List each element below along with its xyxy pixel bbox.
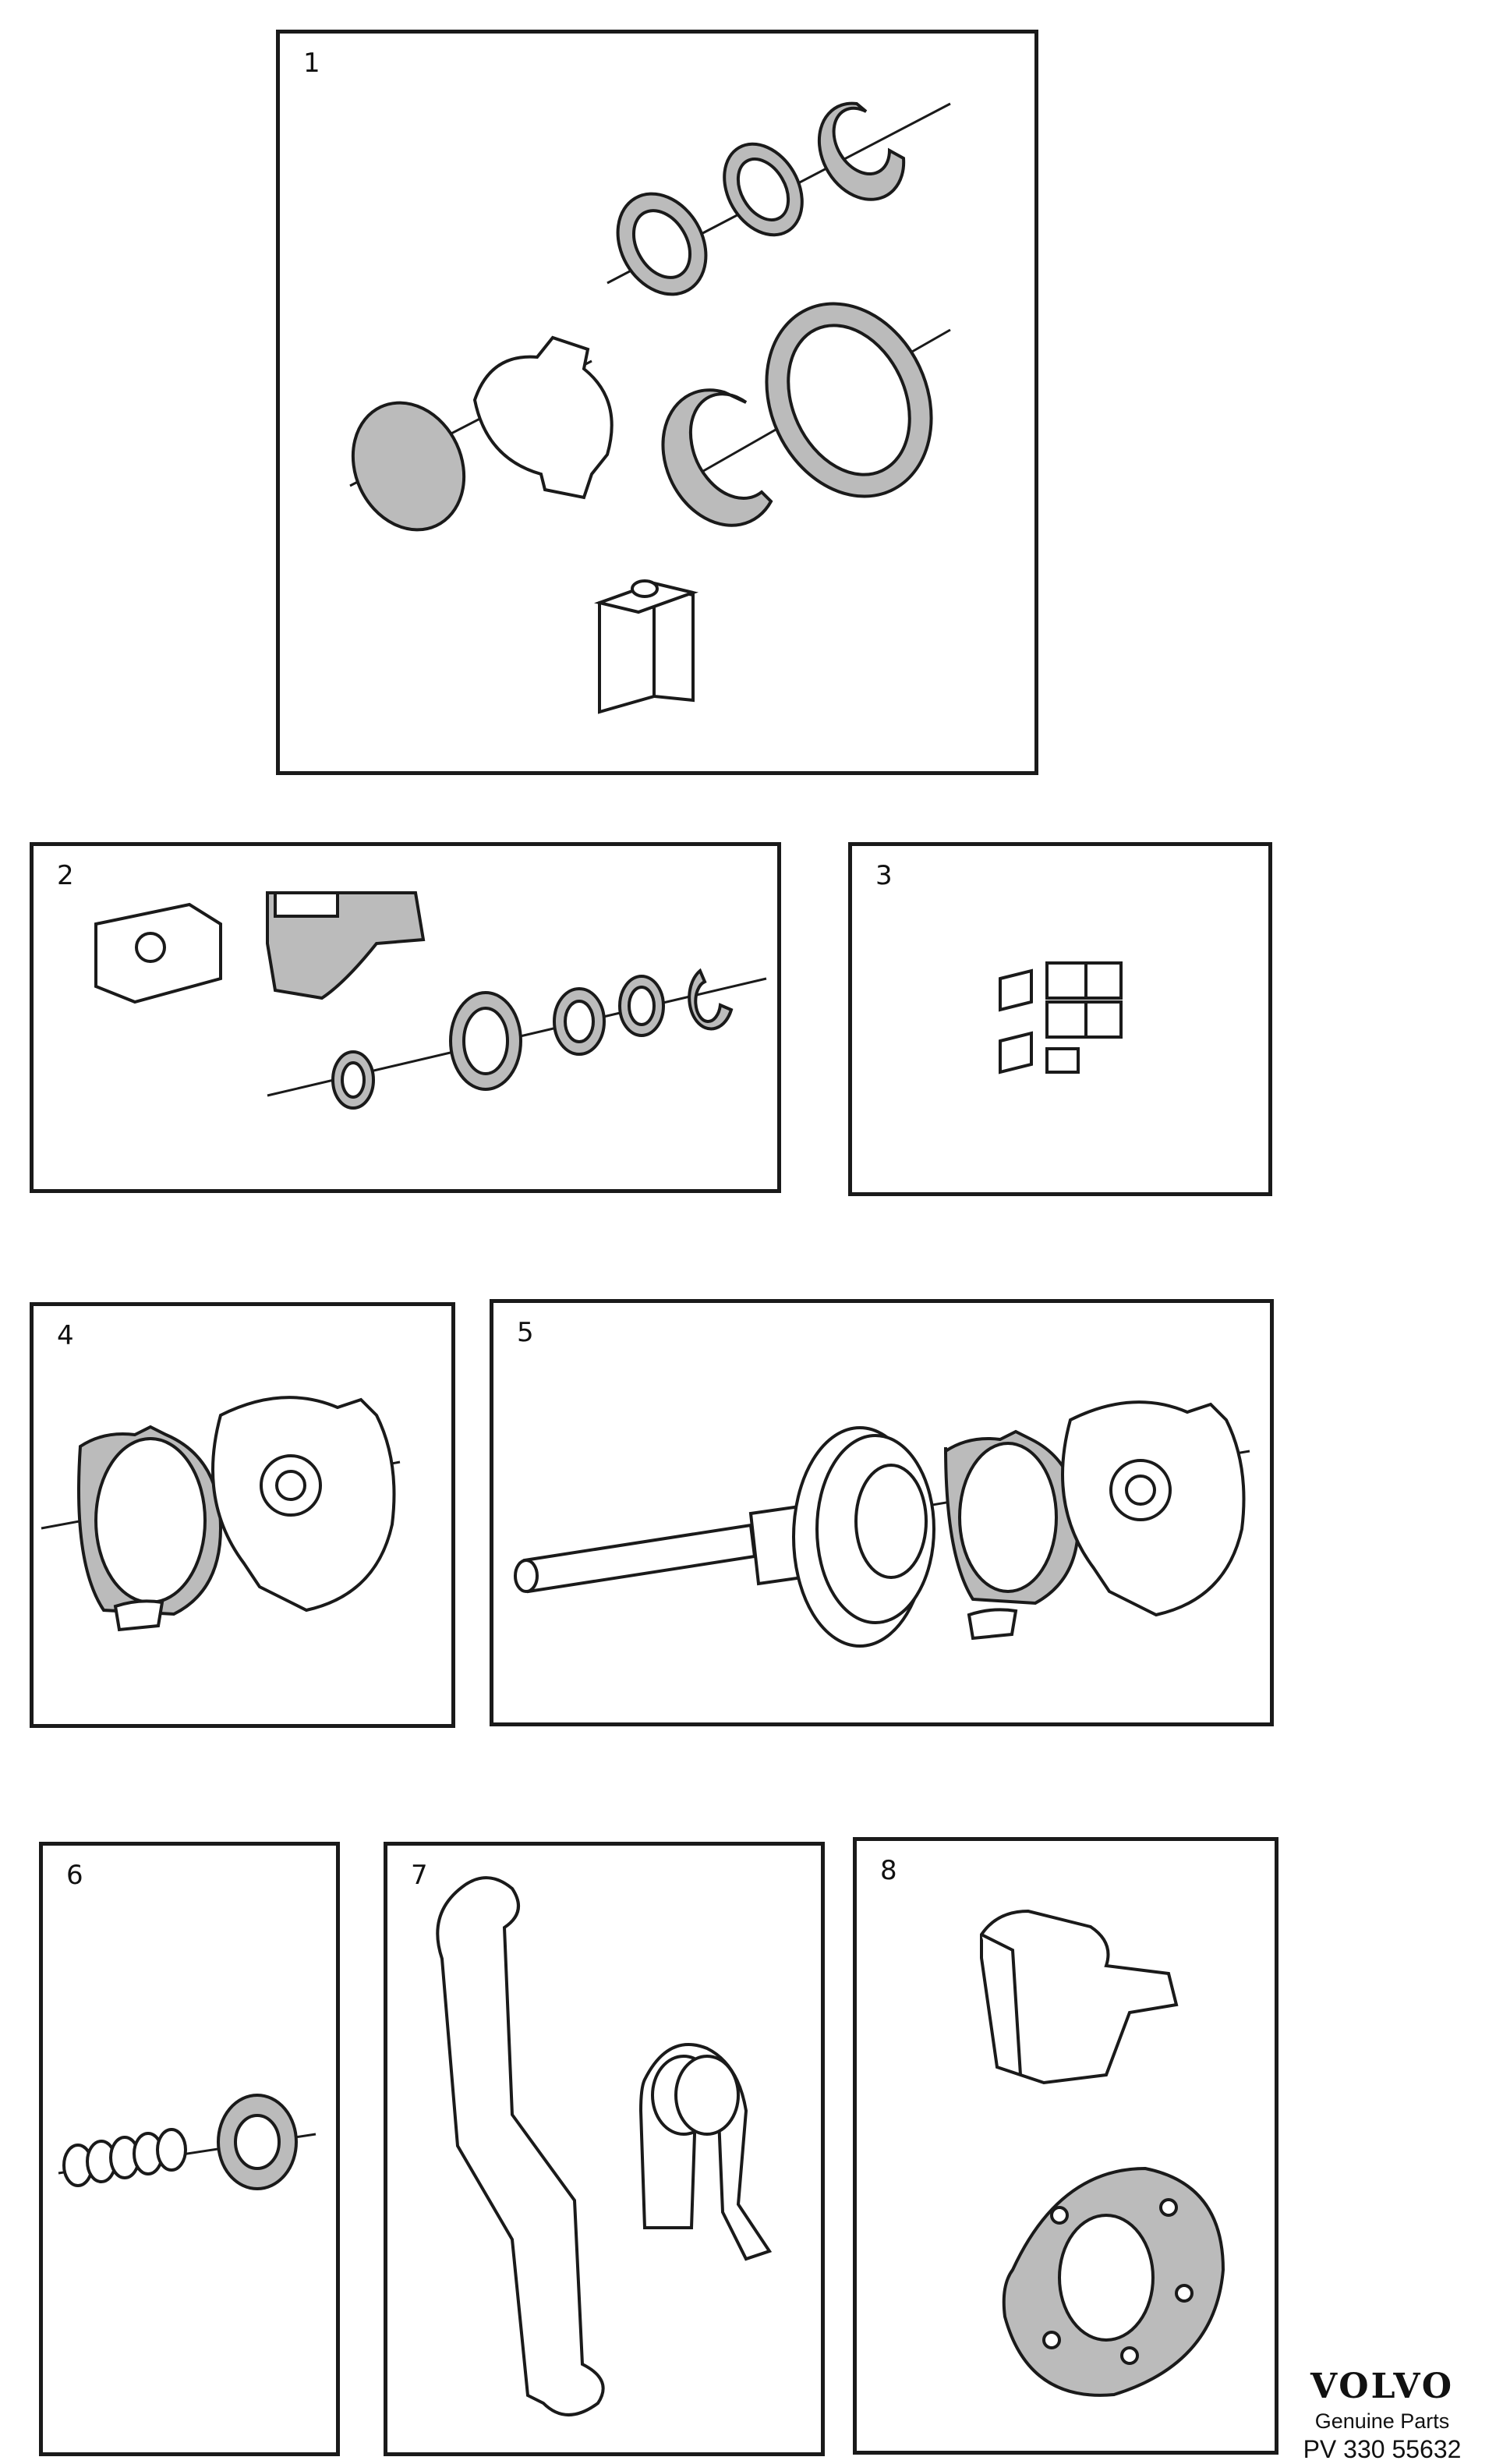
parts-kit-illustration bbox=[58, 2094, 317, 2190]
panel-number: 1 bbox=[303, 48, 320, 79]
panel-number: 7 bbox=[411, 1860, 428, 1891]
panel-1: 1 bbox=[276, 30, 1038, 775]
brand-block: VOLVO Genuine Parts PV 330 55632 bbox=[1285, 2367, 1480, 2464]
panel-2: 2 bbox=[30, 842, 781, 1193]
panel-number: 8 bbox=[880, 1855, 897, 1886]
panel-5: 5 bbox=[490, 1299, 1274, 1726]
panel-7: 7 bbox=[384, 1842, 825, 2456]
part-code: PV 330 55632 bbox=[1303, 2435, 1462, 2463]
parts-kit-illustration bbox=[999, 961, 1123, 1074]
panel-3: 3 bbox=[848, 842, 1272, 1196]
parts-kit-illustration bbox=[41, 1396, 401, 1632]
brand-subtitle: Genuine Parts bbox=[1314, 2409, 1450, 2433]
panel-number: 3 bbox=[875, 860, 893, 891]
parts-kit-illustration bbox=[349, 101, 951, 714]
panel-number: 2 bbox=[57, 860, 74, 891]
panel-number: 4 bbox=[57, 1320, 74, 1351]
parts-kit-illustration bbox=[94, 891, 767, 1110]
panel-number: 6 bbox=[66, 1860, 83, 1891]
volvo-logo: VOLVO bbox=[1310, 2367, 1455, 2406]
parts-kit-illustration bbox=[514, 1400, 1250, 1648]
panel-8: 8 bbox=[853, 1837, 1278, 2455]
parts-kit-illustration bbox=[980, 1909, 1225, 2397]
panel-4: 4 bbox=[30, 1302, 455, 1728]
parts-kit-illustration bbox=[436, 1876, 773, 2416]
panel-6: 6 bbox=[39, 1842, 340, 2456]
panel-number: 5 bbox=[517, 1317, 534, 1348]
